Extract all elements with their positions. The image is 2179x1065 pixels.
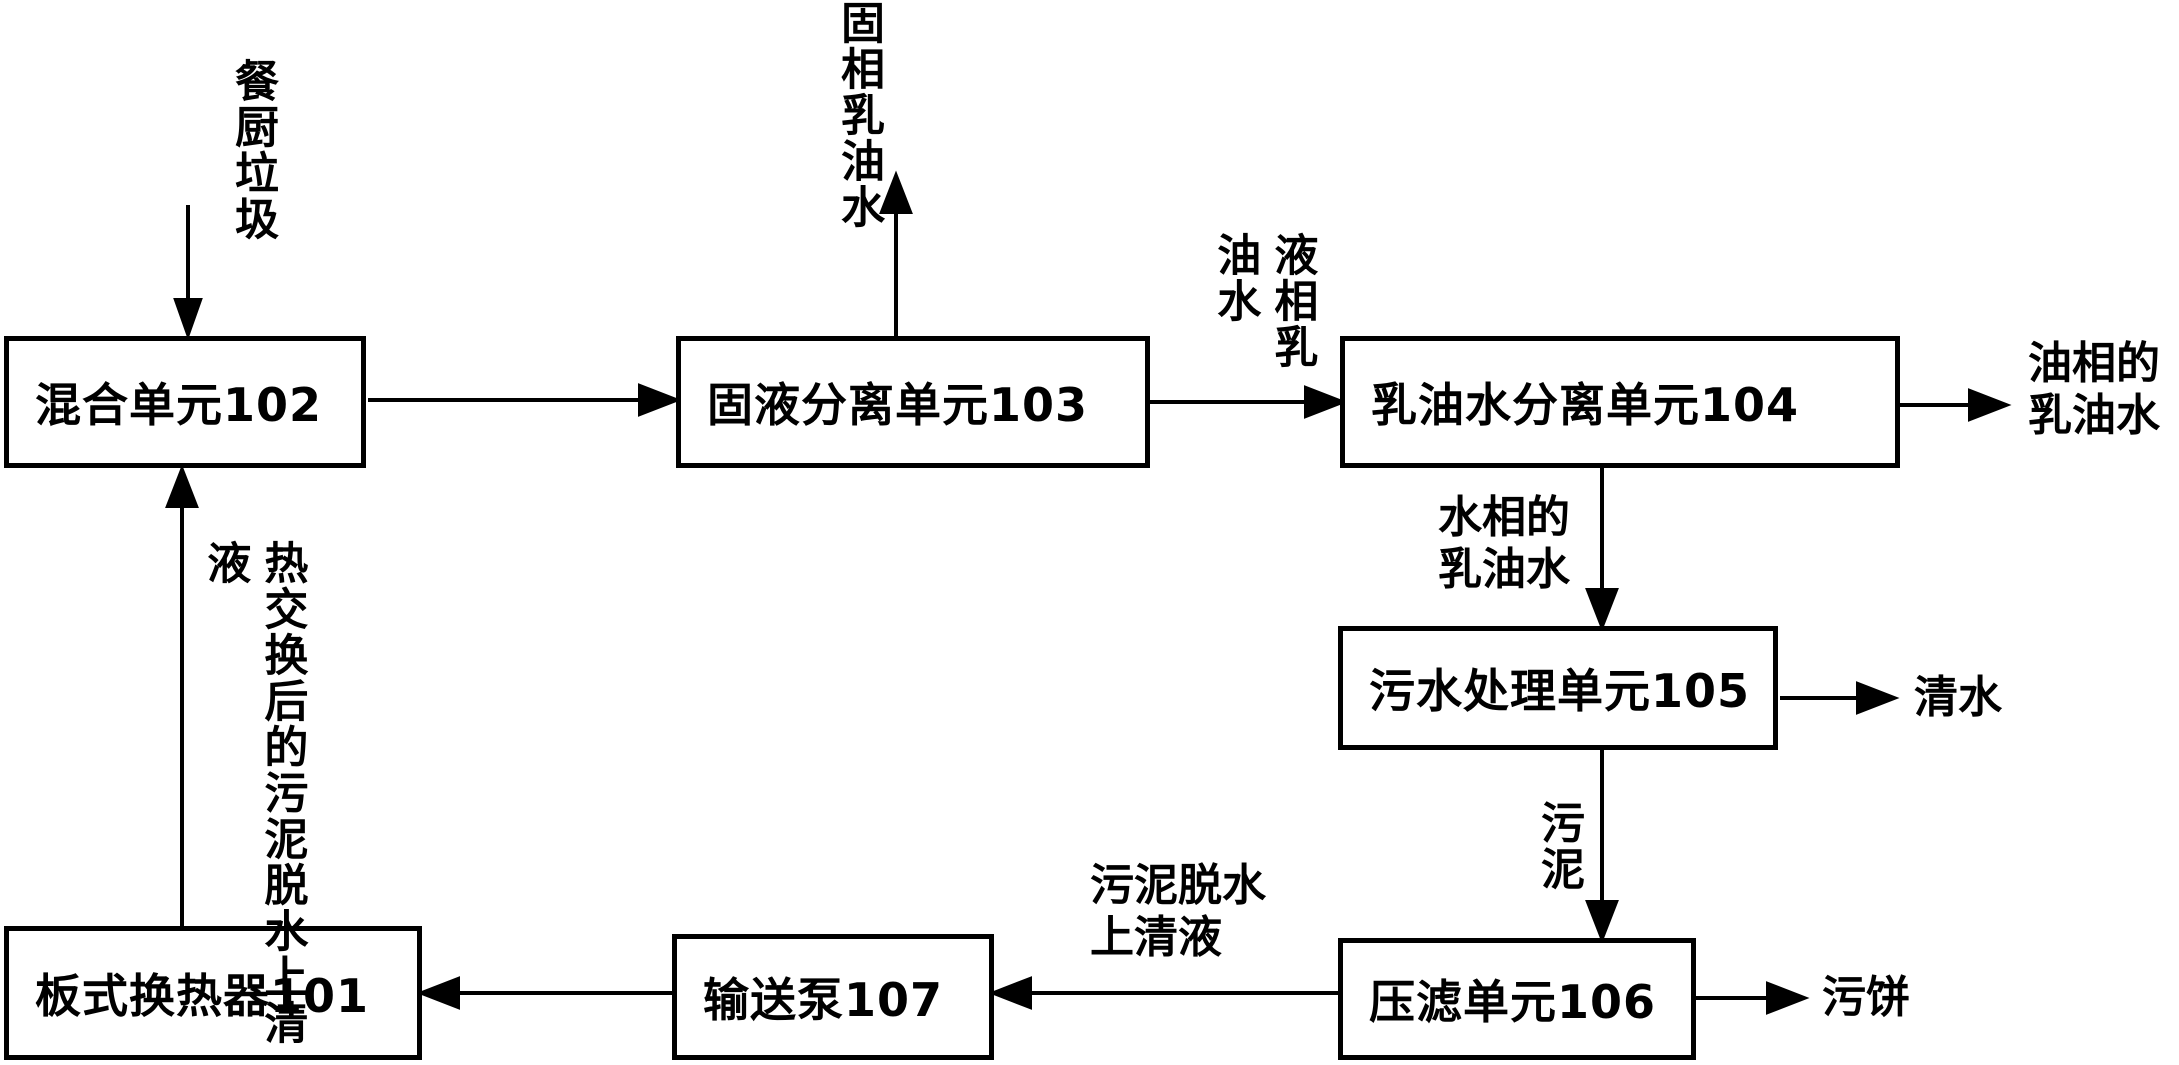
arrowhead <box>1968 388 2012 422</box>
arrowhead <box>1585 588 1619 632</box>
arrowhead <box>416 976 460 1010</box>
arrowhead <box>1304 385 1348 419</box>
kitchen-waste-label: 餐厨垃圾 <box>227 58 278 242</box>
plate-heat-exchanger-label: 板式换热器101 <box>35 969 370 1023</box>
arrowhead <box>173 298 203 341</box>
emulsion-separation-unit: 乳油水分离单元104 <box>1340 336 1900 468</box>
mixing-unit: 混合单元102 <box>4 336 366 468</box>
water-phase-label: 水相的 乳油水 <box>1438 492 1570 596</box>
arrowhead <box>165 464 199 508</box>
transfer-pump-label: 输送泵107 <box>703 973 944 1027</box>
plate-heat-exchanger: 板式换热器101 <box>4 926 422 1060</box>
sewage-treatment-unit: 污水处理单元105 <box>1338 626 1778 750</box>
solid-liquid-separation-label: 固液分离单元103 <box>707 378 1089 432</box>
return-flow-label: 热交换后的污泥脱水上清液 <box>196 540 310 1065</box>
arrowhead <box>638 383 682 417</box>
oil-phase-line2: 乳油水 <box>2028 389 2160 441</box>
sewage-treatment-label: 污水处理单元105 <box>1369 664 1751 718</box>
oil-phase-line1: 油相的 <box>2028 338 2160 389</box>
supernatant-label: 污泥脱水 上清液 <box>1090 860 1266 964</box>
water-phase-line2: 乳油水 <box>1438 543 1570 595</box>
arrowhead <box>988 976 1032 1010</box>
oil-phase-label: 油相的 乳油水 <box>2028 338 2160 442</box>
sludge-cake-label: 污饼 <box>1822 972 1910 1023</box>
return-line2: 泥脱水上清液 <box>199 540 308 1046</box>
arrowhead <box>879 170 913 214</box>
mixing-unit-label: 混合单元102 <box>35 378 323 432</box>
sludge-label: 污泥 <box>1533 800 1584 892</box>
arrowhead <box>1766 981 1810 1015</box>
transfer-pump: 输送泵107 <box>672 934 994 1060</box>
clear-water-label: 清水 <box>1914 672 2002 723</box>
arrowhead <box>1585 900 1619 944</box>
solid-liquid-separation-unit: 固液分离单元103 <box>676 336 1150 468</box>
return-line1: 热交换后的污 <box>256 540 308 816</box>
liquid-phase-emulsion-label: 液相乳油水 <box>1209 232 1318 370</box>
filter-press-unit: 压滤单元106 <box>1338 938 1696 1060</box>
supernatant-line1: 污泥脱水 <box>1090 860 1266 911</box>
solid-phase-emulsion-label: 固相乳油水 <box>833 0 884 230</box>
emulsion-separation-label: 乳油水分离单元104 <box>1371 378 1800 432</box>
supernatant-line2: 上清液 <box>1090 911 1222 963</box>
water-phase-line1: 水相的 <box>1438 492 1570 543</box>
filter-press-label: 压滤单元106 <box>1369 975 1657 1029</box>
arrowhead <box>1856 681 1900 715</box>
